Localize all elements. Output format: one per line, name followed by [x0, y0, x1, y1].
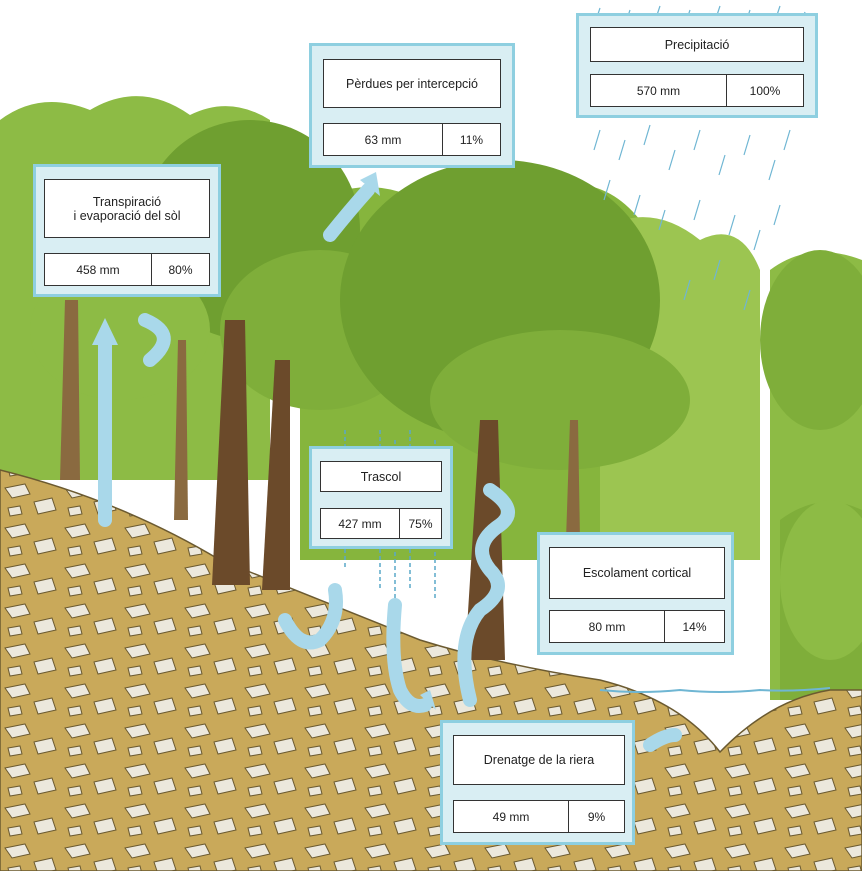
throughfall-values: 427 mm 75%	[320, 508, 442, 539]
precipitation-box: Precipitació 570 mm 100%	[576, 13, 818, 118]
transpiration-title: Transpiració i evaporació del sòl	[44, 179, 210, 238]
interception-values: 63 mm 11%	[323, 123, 501, 156]
tree-canopies	[30, 120, 862, 660]
stemflow-values: 80 mm 14%	[549, 610, 725, 643]
stream-drainage-pct: 9%	[587, 809, 606, 824]
precipitation-mm: 570 mm	[591, 75, 727, 106]
transpiration-pct: 80%	[168, 262, 193, 277]
throughfall-pct: 75%	[408, 516, 433, 531]
stemflow-box: Escolament cortical 80 mm 14%	[537, 532, 734, 655]
stream-drainage-values: 49 mm 9%	[453, 800, 625, 833]
precipitation-title: Precipitació	[590, 27, 804, 62]
precipitation-pct: 100%	[749, 83, 781, 98]
stream-drainage-title: Drenatge de la riera	[453, 735, 625, 785]
transpiration-mm: 458 mm	[45, 254, 152, 285]
stemflow-pct: 14%	[682, 619, 707, 634]
precipitation-values: 570 mm 100%	[590, 74, 804, 107]
throughfall-title: Trascol	[320, 461, 442, 492]
stream-drainage-mm: 49 mm	[454, 801, 569, 832]
transpiration-values: 458 mm 80%	[44, 253, 210, 286]
interception-pct: 11%	[459, 132, 484, 147]
flow-arrow-icon	[98, 183, 682, 752]
throughfall-box: Trascol 427 mm 75%	[309, 446, 453, 549]
stemflow-mm: 80 mm	[550, 611, 665, 642]
stream-water	[599, 687, 831, 693]
interception-mm: 63 mm	[324, 124, 443, 155]
stream-drainage-box: Drenatge de la riera 49 mm 9%	[440, 720, 635, 845]
transpiration-box: Transpiració i evaporació del sòl 458 mm…	[33, 164, 221, 297]
interception-box: Pèrdues per intercepció 63 mm 11%	[309, 43, 515, 168]
interception-title: Pèrdues per intercepció	[323, 59, 501, 108]
flow-arrow-heads	[92, 172, 436, 710]
stemflow-title: Escolament cortical	[549, 547, 725, 599]
throughfall-mm: 427 mm	[321, 509, 400, 538]
